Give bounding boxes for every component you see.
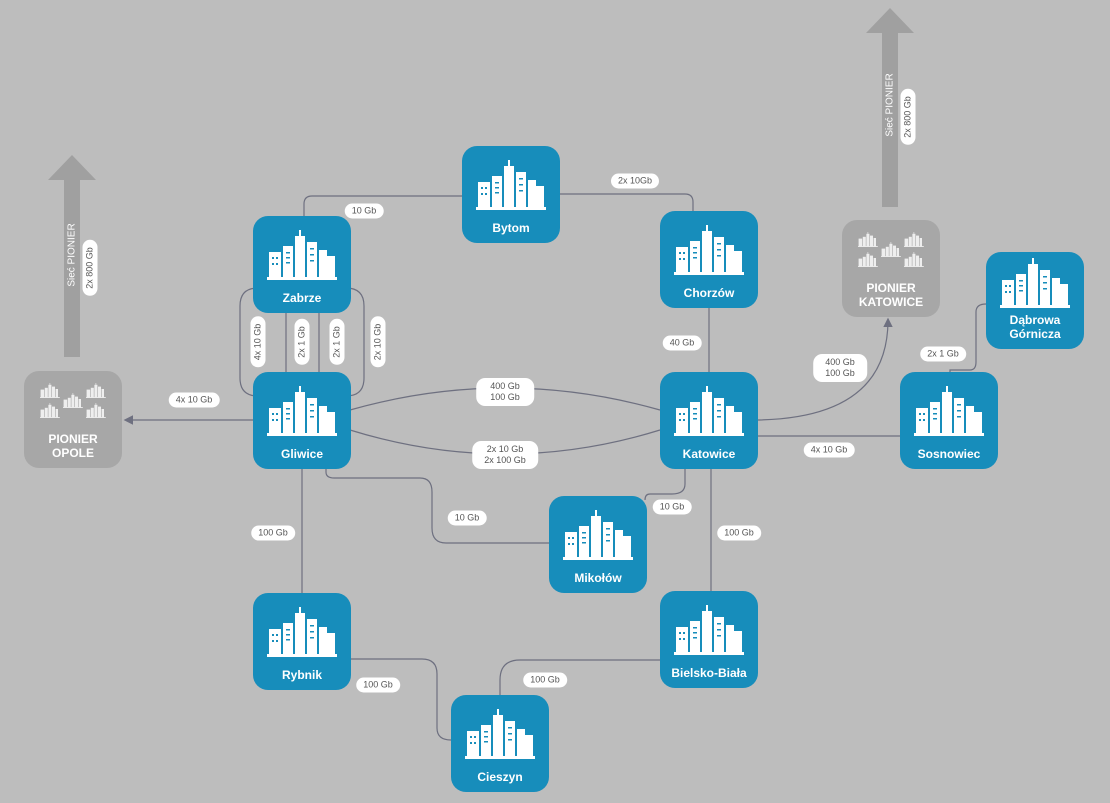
- node-dabrowa-gornicza[interactable]: Dąbrowa Górnicza: [986, 252, 1084, 349]
- link-label: 2x 1 Gb: [329, 319, 345, 365]
- city-icon: [267, 607, 337, 657]
- link-bielsko-cieszyn: [499, 659, 660, 695]
- city-icon: [267, 230, 337, 280]
- link-kat-pionier: [756, 317, 893, 421]
- city-icon: [674, 386, 744, 436]
- node-zabrze[interactable]: Zabrze: [253, 216, 351, 313]
- node-label: Bielsko-Biała: [671, 666, 747, 680]
- node-label: Rybnik: [281, 668, 322, 682]
- link-label: 2x 1 Gb: [294, 319, 310, 365]
- link-label: 10 Gb: [652, 499, 692, 515]
- link-zabrze-bytom: [303, 195, 462, 216]
- node-label: Mikołów: [574, 571, 622, 585]
- uplink-capacity-label: 2x 800 Gb: [900, 89, 916, 145]
- city-icon: [1000, 258, 1070, 308]
- node-cieszyn[interactable]: Cieszyn: [451, 695, 549, 792]
- node-label: Sosnowiec: [917, 447, 981, 461]
- city-icon: [476, 160, 546, 210]
- city-icon: [465, 709, 535, 759]
- city-icon: [674, 225, 744, 275]
- link-label-line: 400 Gb: [490, 381, 520, 391]
- link-label-line: 400 Gb: [825, 357, 855, 367]
- node-label: PIONIER OPOLE: [48, 432, 98, 460]
- link-label-line: 100 Gb: [490, 392, 520, 402]
- link-label: 4x 10 Gb: [250, 316, 266, 368]
- node-sosnowiec[interactable]: Sosnowiec: [900, 372, 998, 469]
- link-gliwice-mikolow: [325, 468, 549, 544]
- node-rybnik[interactable]: Rybnik: [253, 593, 351, 690]
- node-mikolow[interactable]: Mikołów: [549, 496, 647, 593]
- node-label: Bytom: [492, 221, 530, 235]
- katowice-uplink-arrow: [866, 8, 914, 207]
- link-label: 100 Gb: [251, 525, 295, 541]
- node-label: PIONIER KATOWICE: [858, 281, 924, 309]
- pionier-network-label: Sieć PIONIER: [884, 73, 896, 137]
- link-label: 2x 1 Gb: [920, 346, 966, 362]
- city-icon: [674, 605, 744, 655]
- link-bytom-chorzow: [560, 193, 694, 211]
- link-label: 100 Gb: [523, 672, 567, 688]
- node-gliwice[interactable]: Gliwice: [253, 372, 351, 469]
- pionier-network-label: Sieć PIONIER: [66, 223, 78, 287]
- link-label: 10 Gb: [344, 203, 384, 219]
- node-label: Chorzów: [683, 286, 735, 300]
- link-label: 2x 10Gb: [610, 173, 660, 189]
- link-label: 100 Gb: [717, 525, 761, 541]
- node-bytom[interactable]: Bytom: [462, 146, 560, 243]
- link-label: 40 Gb: [662, 335, 702, 351]
- link-label: 4x 10 Gb: [168, 392, 220, 408]
- node-label: Cieszyn: [477, 770, 523, 784]
- link-zg-outer-right: [345, 287, 365, 397]
- link-label-line: 2x 100 Gb: [484, 455, 526, 465]
- link-label: 2x 10 Gb: [370, 316, 386, 368]
- city-icon: [563, 510, 633, 560]
- city-icon: [267, 386, 337, 436]
- city-icon: [914, 386, 984, 436]
- link-sosnowiec-dabrowa: [949, 303, 987, 372]
- node-pionier-opole[interactable]: PIONIER OPOLE: [24, 371, 122, 468]
- link-label: 4x 10 Gb: [803, 442, 855, 458]
- node-katowice[interactable]: Katowice: [660, 372, 758, 469]
- node-bielsko-biala[interactable]: Bielsko-Biała: [660, 591, 758, 688]
- opole-uplink-arrow: [48, 155, 96, 357]
- cities-cluster-icon: [856, 226, 926, 278]
- node-label: Dąbrowa Górnicza: [1009, 313, 1061, 341]
- node-pionier-katowice[interactable]: PIONIER KATOWICE: [842, 220, 940, 317]
- uplink-arrows: [48, 8, 914, 357]
- link-label: 10 Gb: [447, 510, 487, 526]
- node-label: Gliwice: [280, 447, 324, 461]
- link-zg-outer-left: [239, 287, 259, 397]
- link-label-line: 2x 10 Gb: [486, 444, 524, 454]
- cities-cluster-icon: [38, 377, 108, 429]
- node-chorzow[interactable]: Chorzów: [660, 211, 758, 308]
- link-rybnik-cieszyn: [351, 658, 452, 741]
- link-katowice-mikolow: [644, 468, 686, 501]
- uplink-capacity-label: 2x 800 Gb: [82, 240, 98, 296]
- node-label: Katowice: [682, 447, 736, 461]
- link-label-line: 100 Gb: [825, 368, 855, 378]
- node-label: Zabrze: [282, 291, 322, 305]
- link-label: 100 Gb: [356, 677, 400, 693]
